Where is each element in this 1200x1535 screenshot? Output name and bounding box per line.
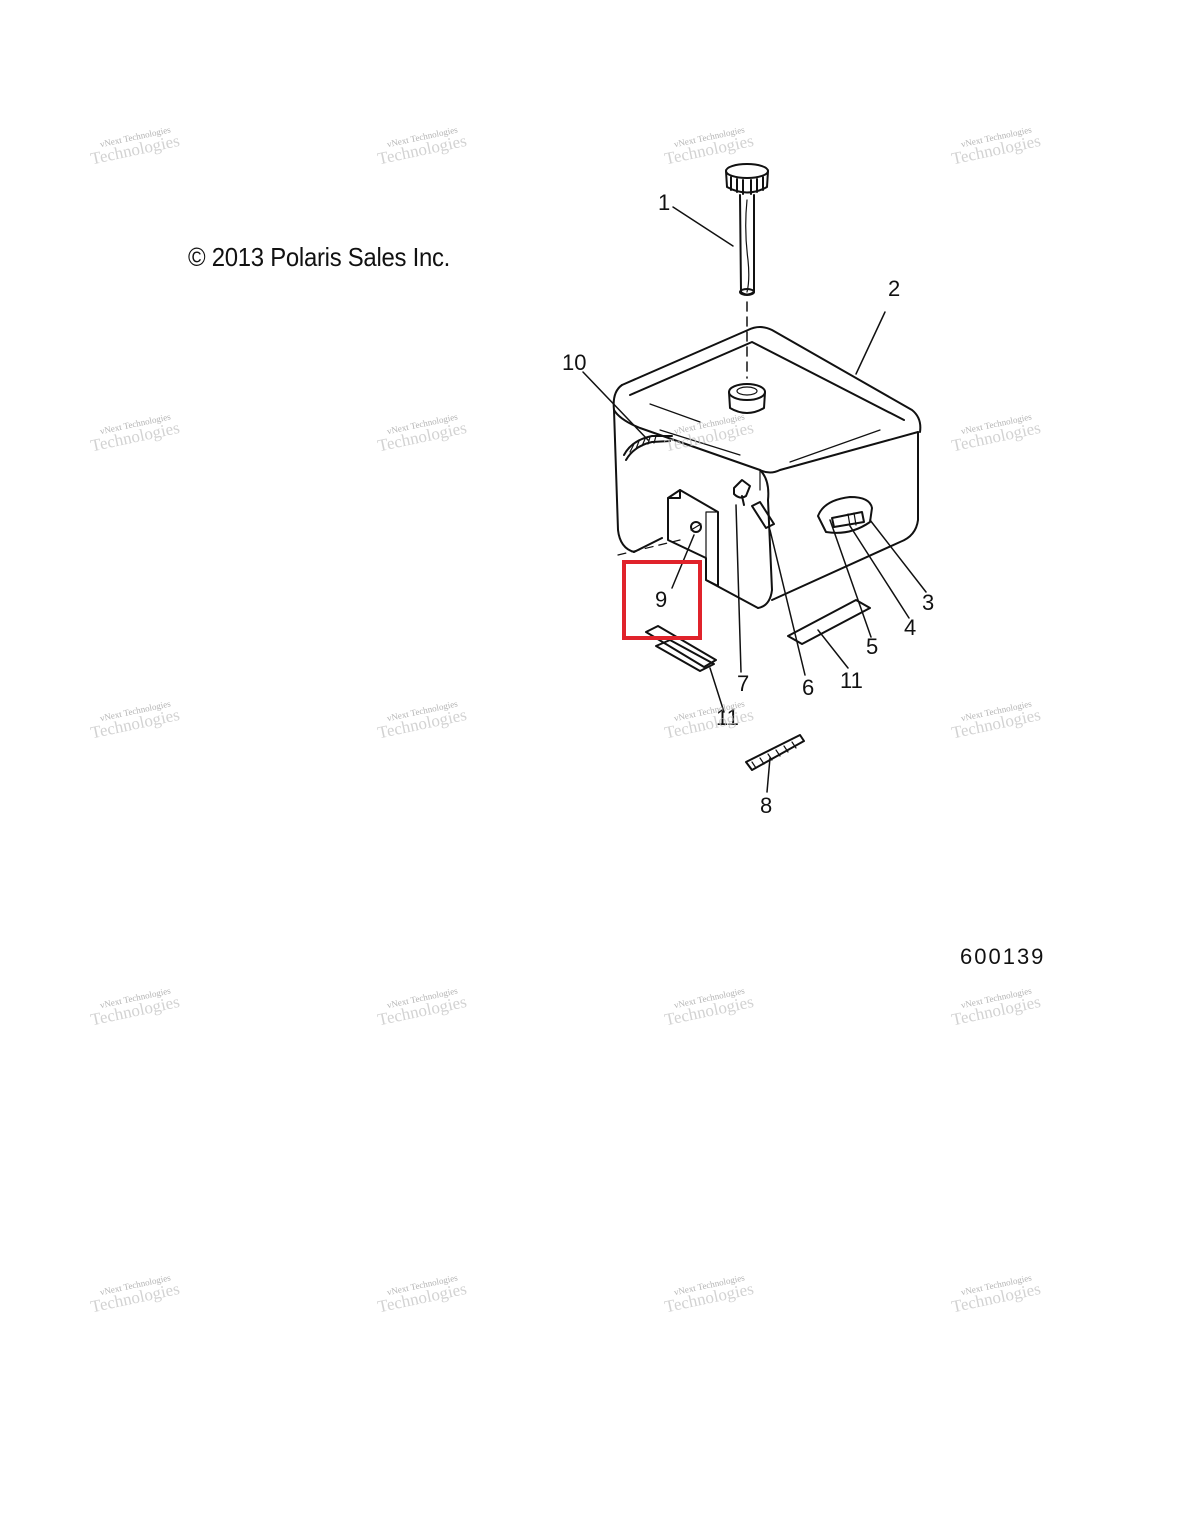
elbow-fitting-part (733, 479, 751, 506)
clamp-part (745, 734, 805, 771)
callout-11-lower: 11 (716, 705, 739, 730)
callout-11-right: 11 (840, 668, 863, 693)
filler-cap-part (725, 163, 769, 296)
pad-strip-part-lower (645, 625, 717, 672)
oil-tank-part (612, 326, 922, 609)
callout-4: 4 (904, 615, 917, 640)
callout-8: 8 (760, 793, 773, 818)
tank-top-fitting (728, 383, 766, 414)
callout-10: 10 (562, 350, 587, 375)
vent-hose-part (623, 435, 673, 461)
highlight-box (622, 560, 702, 640)
side-fitting-part (817, 496, 873, 534)
callout-9: 9 (655, 587, 668, 612)
callout-5: 5 (866, 634, 879, 659)
callout-6: 6 (802, 675, 815, 700)
mounting-bracket (667, 489, 719, 587)
callout-7: 7 (737, 671, 750, 696)
hose-part (751, 501, 775, 529)
callout-3: 3 (922, 590, 935, 615)
pad-strip-part (787, 599, 871, 645)
callout-1: 1 (658, 190, 671, 215)
callout-2: 2 (888, 276, 901, 301)
copyright-text: © 2013 Polaris Sales Inc. (188, 242, 451, 272)
figure-number: 600139 (960, 944, 1046, 969)
